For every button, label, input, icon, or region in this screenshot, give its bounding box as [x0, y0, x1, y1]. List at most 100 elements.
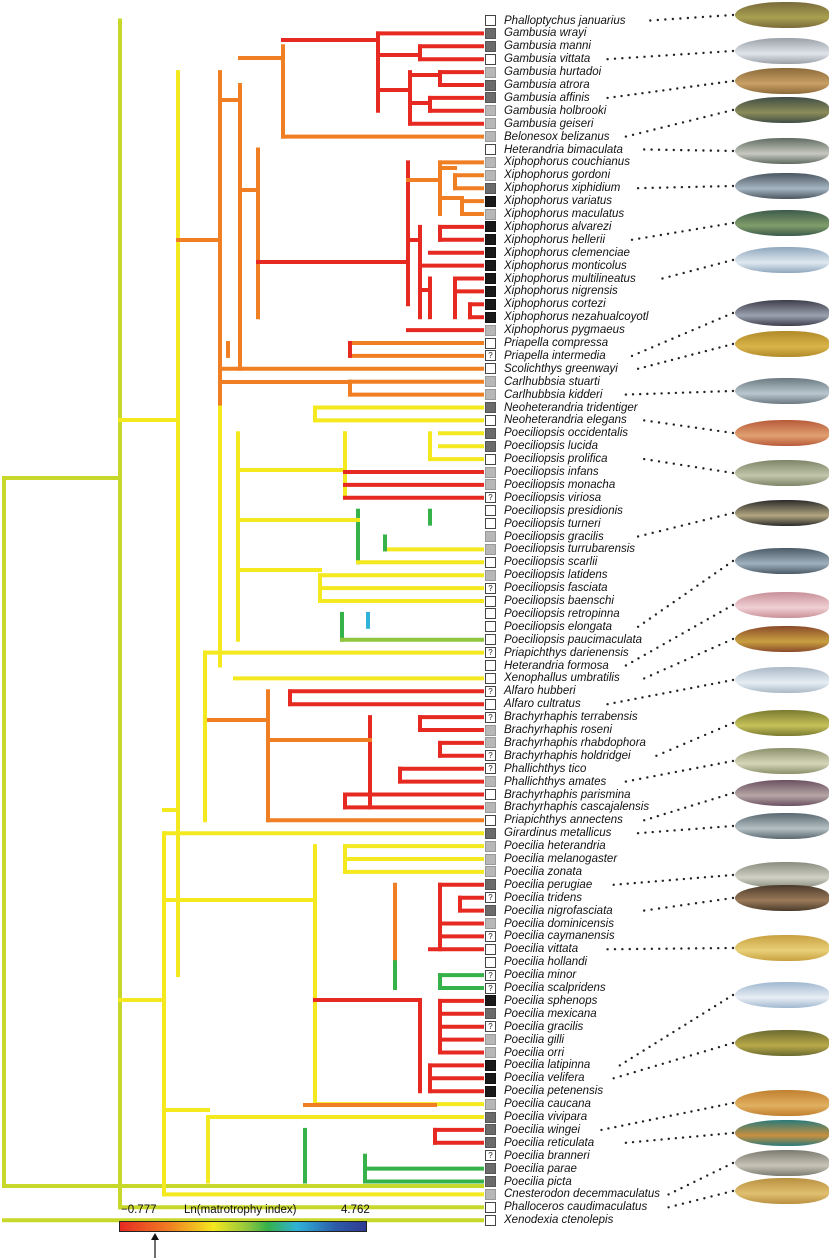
leader-dot — [731, 873, 735, 877]
leader-dot — [717, 429, 720, 433]
leader-dot — [724, 184, 727, 188]
taxon-label: Xiphophorus gordoni — [504, 169, 611, 182]
leader-dot — [717, 390, 720, 393]
leader-dot — [731, 678, 735, 682]
trait-box — [485, 273, 496, 284]
trait-box — [485, 53, 496, 65]
taxon-label: Poecilia tridens — [504, 891, 582, 904]
leader-dot — [710, 82, 714, 86]
taxon-label: Xiphophorus maculatus — [504, 208, 625, 220]
leader-dot — [614, 1125, 617, 1129]
trait-box — [485, 40, 496, 52]
taxon-label: Poeciliopsis viriosa — [504, 491, 602, 504]
leader-dot — [624, 1141, 628, 1145]
leader-dot — [724, 793, 728, 797]
leader-dot — [650, 148, 653, 151]
leader-dot — [702, 519, 705, 522]
leader-dot — [731, 311, 735, 315]
leader-dot — [703, 115, 706, 119]
leader-dot — [657, 907, 661, 910]
leader-dot — [668, 639, 672, 642]
leader-dot — [709, 15, 712, 18]
taxon-label: Poeciliopsis occidentalis — [504, 427, 629, 440]
leader-dot — [724, 1103, 728, 1106]
leader-dot — [643, 947, 646, 951]
taxon-label: Priapella compressa — [504, 337, 609, 349]
leader-dot — [626, 882, 629, 885]
taxon-label: Gambusia manni — [504, 40, 591, 53]
leader-dot — [696, 584, 699, 587]
leader-dot — [670, 665, 673, 668]
leader-dot — [666, 605, 669, 608]
leader-dot — [688, 391, 692, 394]
fish-photo — [735, 885, 829, 911]
leader-dot — [656, 814, 660, 818]
taxon-label: Priapichthys annectens — [504, 814, 623, 827]
leader-dot — [686, 16, 690, 20]
taxon-label: Poecilia reticulata — [504, 1136, 595, 1149]
trait-box — [485, 608, 496, 620]
leader-dot — [678, 596, 681, 600]
leader-dot — [624, 135, 628, 138]
leader-dot — [684, 1023, 687, 1026]
leader-dot — [648, 1118, 652, 1122]
trait-box — [485, 531, 496, 542]
leader-dot — [699, 1177, 702, 1180]
leader-dot — [666, 528, 669, 531]
leader-dot — [613, 701, 616, 705]
leader-dot — [717, 469, 720, 472]
leader-dot — [668, 1060, 672, 1063]
trait-box — [485, 376, 496, 388]
leader-dot — [665, 461, 668, 464]
taxon-label: Xiphophorus nigrensis — [504, 285, 618, 298]
leader-dot — [650, 947, 654, 951]
taxon-label: Xenodexia ctenolepis — [504, 1214, 614, 1227]
leader-dot — [702, 185, 705, 188]
leader-dot — [667, 391, 670, 395]
trait-box: ? — [485, 350, 496, 362]
trait-box — [485, 247, 496, 259]
trait-box: ? — [485, 763, 496, 775]
leader-dot — [677, 356, 680, 360]
taxon-label: Xiphophorus nezahualcoyotl — [504, 311, 649, 324]
taxon-label: Brachyrhaphis rhabdophora — [504, 736, 646, 749]
taxon-label: Poecilia vivipara — [504, 1111, 588, 1123]
leader-dot — [643, 419, 646, 422]
leader-dot — [718, 346, 721, 349]
leader-dot — [636, 832, 640, 835]
fish-photo — [735, 300, 829, 326]
leader-dot — [697, 1108, 700, 1112]
leader-dot — [648, 694, 651, 698]
trait-box — [485, 672, 496, 684]
leader-dot — [703, 1134, 706, 1137]
leader-dot — [717, 946, 720, 950]
trait-box — [485, 1137, 496, 1149]
leader-dot — [731, 471, 735, 475]
trait-box — [485, 479, 496, 491]
leader-dot — [624, 1060, 627, 1063]
leader-dot — [667, 1137, 670, 1141]
taxon-label: Poecilia mexicana — [504, 1007, 597, 1020]
leader-dot — [663, 668, 666, 671]
fish-photo — [735, 460, 829, 486]
leader-dot — [637, 351, 640, 355]
trait-box — [485, 131, 496, 143]
leader-dot — [725, 344, 728, 347]
leader-dot — [657, 148, 661, 151]
leader-dot — [731, 824, 735, 828]
leader-dot — [680, 424, 683, 427]
leader-dot — [698, 326, 701, 329]
leader-dot — [703, 1197, 706, 1200]
taxon-label: Poeciliopsis lucida — [504, 440, 598, 453]
leader-dot — [683, 86, 686, 89]
trait-box — [485, 466, 496, 478]
leader-dot — [613, 57, 617, 60]
taxon-label: Phalloceros caudimaculatus — [504, 1201, 648, 1214]
legend-max-label: 4.762 — [341, 1204, 370, 1216]
leader-dot — [669, 88, 672, 91]
trait-box — [485, 621, 496, 633]
leader-dot — [710, 875, 714, 878]
trait-box — [485, 27, 496, 39]
leader-dot — [702, 51, 705, 55]
taxon-label: Heterandria formosa — [504, 659, 609, 672]
